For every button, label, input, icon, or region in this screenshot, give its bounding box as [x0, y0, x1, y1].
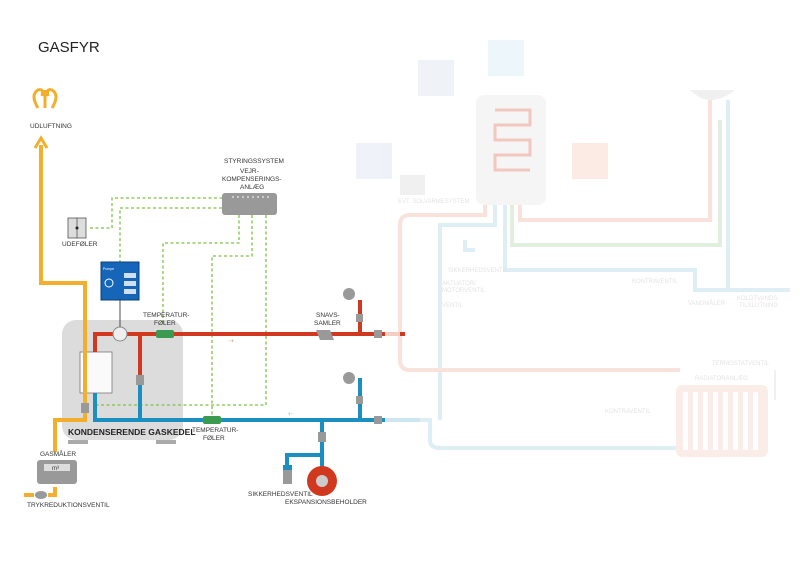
label-temp-sensor-1b: FØLER [154, 320, 176, 327]
exhaust-arrow-icon [33, 135, 49, 149]
pressure-reducer-valve-icon [35, 491, 47, 499]
circulation-pump-icon [112, 326, 128, 342]
supply-shutoff-valve-icon[interactable] [374, 330, 382, 338]
temperature-sensor-supply [156, 330, 174, 338]
pump-symbol-icon [104, 278, 114, 288]
sink-icon [690, 90, 735, 100]
label-gas-meter: GASMÅLER [40, 449, 76, 458]
label-boiler: KONDENSERENDE GASKEDEL [68, 427, 196, 437]
vent-icon [32, 88, 58, 109]
label-radiator: RADIATORANLÆG [695, 376, 748, 382]
gas-meter [37, 460, 77, 484]
label-expansion-vessel: EKSPANSIONSBEHOLDER [285, 499, 367, 506]
solar-icon [400, 175, 425, 195]
safety-valve [283, 470, 292, 484]
label-outdoor-sensor: UDEFØLER [62, 241, 98, 248]
gas-valve-icon[interactable] [81, 403, 89, 413]
faded-secondary-system: EVT. SOLVARMESYSTEM SIKKERHEDSVENTIL AKT… [356, 40, 790, 457]
label-dirt-separator-2: SAMLER [314, 320, 341, 327]
label-check-valve: KONTRAVENTIL [632, 279, 678, 285]
return-shutoff-valve-icon[interactable] [374, 416, 382, 424]
appliance-icon [488, 40, 524, 76]
label-safety-valve: SIKKERHEDSVENTIL [248, 491, 313, 498]
label-pressure-reducer: TRYKREDUKTIONSVENTIL [27, 502, 110, 509]
label-udluftning: UDLUFTNING [30, 123, 72, 130]
dirt-separator-icon [316, 330, 334, 340]
label-temp-sensor-2a: TEMPERATUR- [192, 427, 238, 434]
weather-compensation-controller [222, 193, 277, 215]
appliance-icon [572, 143, 608, 179]
label-water-meter: VANDMÅLER [688, 300, 726, 307]
radiator [676, 385, 768, 457]
temperature-sensor-return [203, 416, 221, 424]
label-thermostat: TERMOSTATVENTIL [712, 361, 770, 367]
appliance-icon [418, 60, 454, 96]
label-check-valve-2: KONTRAVENTIL [605, 409, 651, 415]
label-weather-comp-2: KOMPENSERINGS- [222, 176, 282, 183]
label-valve: VENTIL [442, 303, 464, 309]
pressure-gauge-return-icon [343, 372, 355, 384]
drain-valve-icon[interactable] [356, 314, 363, 322]
bypass-valve-icon [136, 375, 144, 385]
pressure-gauge-supply-icon [343, 288, 355, 300]
label-temp-sensor-1a: TEMPERATUR- [143, 312, 189, 319]
label-solar: EVT. SOLVARMESYSTEM [398, 199, 469, 205]
label-cold-water: KOLDTVANDS- [737, 296, 779, 302]
expansion-valve-icon[interactable] [318, 432, 326, 442]
gas-meter-unit: m³ [52, 466, 59, 472]
drain-valve-icon[interactable] [356, 396, 363, 404]
tap-icon [356, 143, 392, 179]
gas-boiler [62, 320, 183, 440]
label-actuator: AKTUATOR/ [442, 281, 476, 287]
label-temp-sensor-2b: FØLER [203, 435, 225, 442]
label-weather-comp-1: VEJR- [240, 168, 259, 175]
pump-panel-label: Pumpe [103, 267, 114, 271]
label-weather-comp-3: ANLÆG [240, 184, 264, 191]
label-actuator-2: MOTORVENTIL [442, 288, 486, 294]
label-control-system: STYRINGSSYSTEM [224, 158, 284, 165]
flow-arrow-icon: ⇠ [288, 411, 294, 418]
label-dirt-separator-1: SNAVS- [316, 312, 340, 319]
flow-arrow-icon: ⇢ [228, 338, 234, 345]
page-title: GASFYR [38, 39, 100, 56]
label-cold-water-2: TILSLUTNING [739, 303, 778, 309]
label-safety-valve-faded: SIKKERHEDSVENTIL [448, 268, 508, 274]
hot-water-tank [476, 95, 546, 205]
